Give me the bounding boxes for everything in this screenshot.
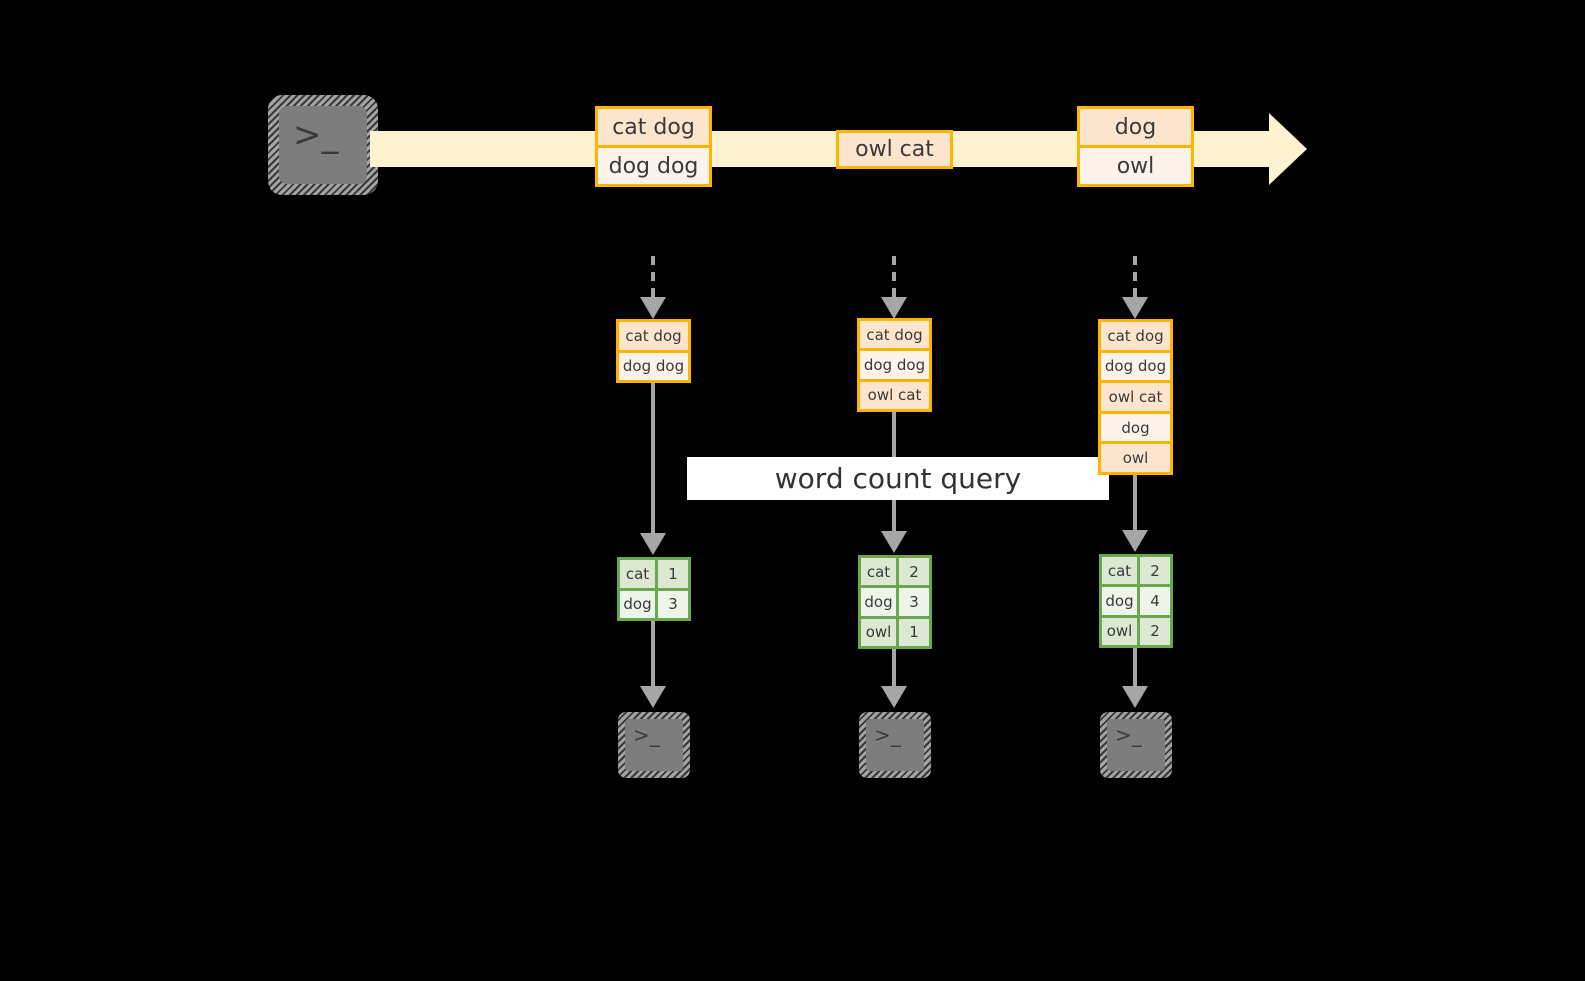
snapshot-1-sink-terminal-icon[interactable]: >_	[618, 712, 690, 778]
terminal-prompt-glyph: >_	[293, 115, 339, 155]
snapshot-2-sink-line	[892, 649, 896, 687]
result-row: cat 2	[1102, 557, 1170, 585]
result-row: cat 2	[861, 558, 929, 586]
terminal-prompt-glyph: >_	[633, 723, 660, 747]
snapshot-2-tap-arrowhead	[881, 297, 907, 319]
accumulated-row: dog dog	[860, 348, 929, 379]
snapshot-1-result-table[interactable]: cat 1 dog 3	[617, 557, 691, 621]
accumulated-row: cat dog	[860, 321, 929, 349]
snapshot-2-result-table[interactable]: cat 2 dog 3 owl 1	[858, 555, 932, 649]
result-word: dog	[620, 590, 658, 618]
accumulated-row: owl	[1101, 441, 1170, 472]
terminal-screen: >_	[625, 719, 683, 771]
result-count: 4	[1150, 591, 1160, 610]
terminal-prompt-glyph: >_	[874, 723, 901, 747]
result-row: dog 4	[1102, 584, 1170, 615]
snapshot-1-query-line	[651, 383, 655, 535]
stream-record-line: dog	[1080, 109, 1191, 145]
accumulated-row: owl cat	[860, 378, 929, 409]
accumulated-row: dog dog	[1101, 349, 1170, 381]
snapshot-1-sink-line	[651, 621, 655, 687]
accumulated-row: owl cat	[1101, 380, 1170, 411]
result-word: dog	[861, 588, 899, 616]
result-word: cat	[620, 560, 658, 588]
accumulated-row: dog dog	[619, 349, 688, 380]
result-word: cat	[1102, 557, 1140, 585]
query-label-text: word count query	[774, 462, 1022, 495]
stream-record-line: owl	[1080, 145, 1191, 184]
result-count: 3	[668, 595, 678, 614]
snapshot-3-result-table[interactable]: cat 2 dog 4 owl 2	[1099, 554, 1173, 648]
stream-record-2[interactable]: owl cat	[836, 130, 953, 169]
snapshot-3-sink-arrowhead	[1122, 686, 1148, 708]
result-count: 2	[909, 562, 919, 581]
terminal-screen: >_	[1107, 719, 1165, 771]
accumulated-row: cat dog	[619, 322, 688, 350]
snapshot-3-tap-arrowhead	[1122, 297, 1148, 319]
snapshot-1-sink-arrowhead	[640, 686, 666, 708]
event-stream-arrowhead	[1269, 113, 1307, 185]
query-label: word count query	[687, 457, 1109, 500]
snapshot-2-sink-terminal-icon[interactable]: >_	[859, 712, 931, 778]
snapshot-3-sink-terminal-icon[interactable]: >_	[1100, 712, 1172, 778]
terminal-screen: >_	[866, 719, 924, 771]
snapshot-1-accumulated-table[interactable]: cat dog dog dog	[616, 319, 691, 383]
result-count: 1	[668, 564, 678, 583]
snapshot-2-tap-line	[892, 256, 896, 300]
result-count: 2	[1150, 622, 1160, 641]
snapshot-1-tap-line	[651, 256, 655, 300]
snapshot-3-query-arrowhead	[1122, 530, 1148, 552]
terminal-screen: >_	[279, 106, 367, 184]
snapshot-3-accumulated-table[interactable]: cat dog dog dog owl cat dog owl	[1098, 319, 1173, 475]
snapshot-2-query-arrowhead	[881, 531, 907, 553]
result-row: owl 1	[861, 615, 929, 646]
source-terminal-icon[interactable]: >_	[268, 95, 378, 195]
result-row: dog 3	[620, 587, 688, 618]
result-count: 2	[1150, 561, 1160, 580]
snapshot-1-tap-arrowhead	[640, 297, 666, 319]
result-word: cat	[861, 558, 899, 586]
result-word: dog	[1102, 587, 1140, 615]
result-count: 3	[909, 592, 919, 611]
terminal-prompt-glyph: >_	[1115, 723, 1142, 747]
result-row: cat 1	[620, 560, 688, 588]
stream-record-3[interactable]: dog owl	[1077, 106, 1194, 187]
result-word: owl	[1102, 617, 1140, 645]
stream-record-line: cat dog	[598, 109, 709, 145]
accumulated-row: cat dog	[1101, 322, 1170, 350]
snapshot-1-query-arrowhead	[640, 533, 666, 555]
accumulated-row: dog	[1101, 410, 1170, 442]
stream-record-line: owl cat	[839, 133, 950, 166]
snapshot-3-tap-line	[1133, 256, 1137, 300]
result-row: owl 2	[1102, 614, 1170, 645]
snapshot-3-sink-line	[1133, 648, 1137, 687]
stream-record-1[interactable]: cat dog dog dog	[595, 106, 712, 187]
stream-record-line: dog dog	[598, 145, 709, 184]
snapshot-2-sink-arrowhead	[881, 686, 907, 708]
result-word: owl	[861, 618, 899, 646]
result-count: 1	[909, 623, 919, 642]
snapshot-3-query-line	[1133, 475, 1137, 533]
result-row: dog 3	[861, 585, 929, 616]
snapshot-2-accumulated-table[interactable]: cat dog dog dog owl cat	[857, 318, 932, 412]
